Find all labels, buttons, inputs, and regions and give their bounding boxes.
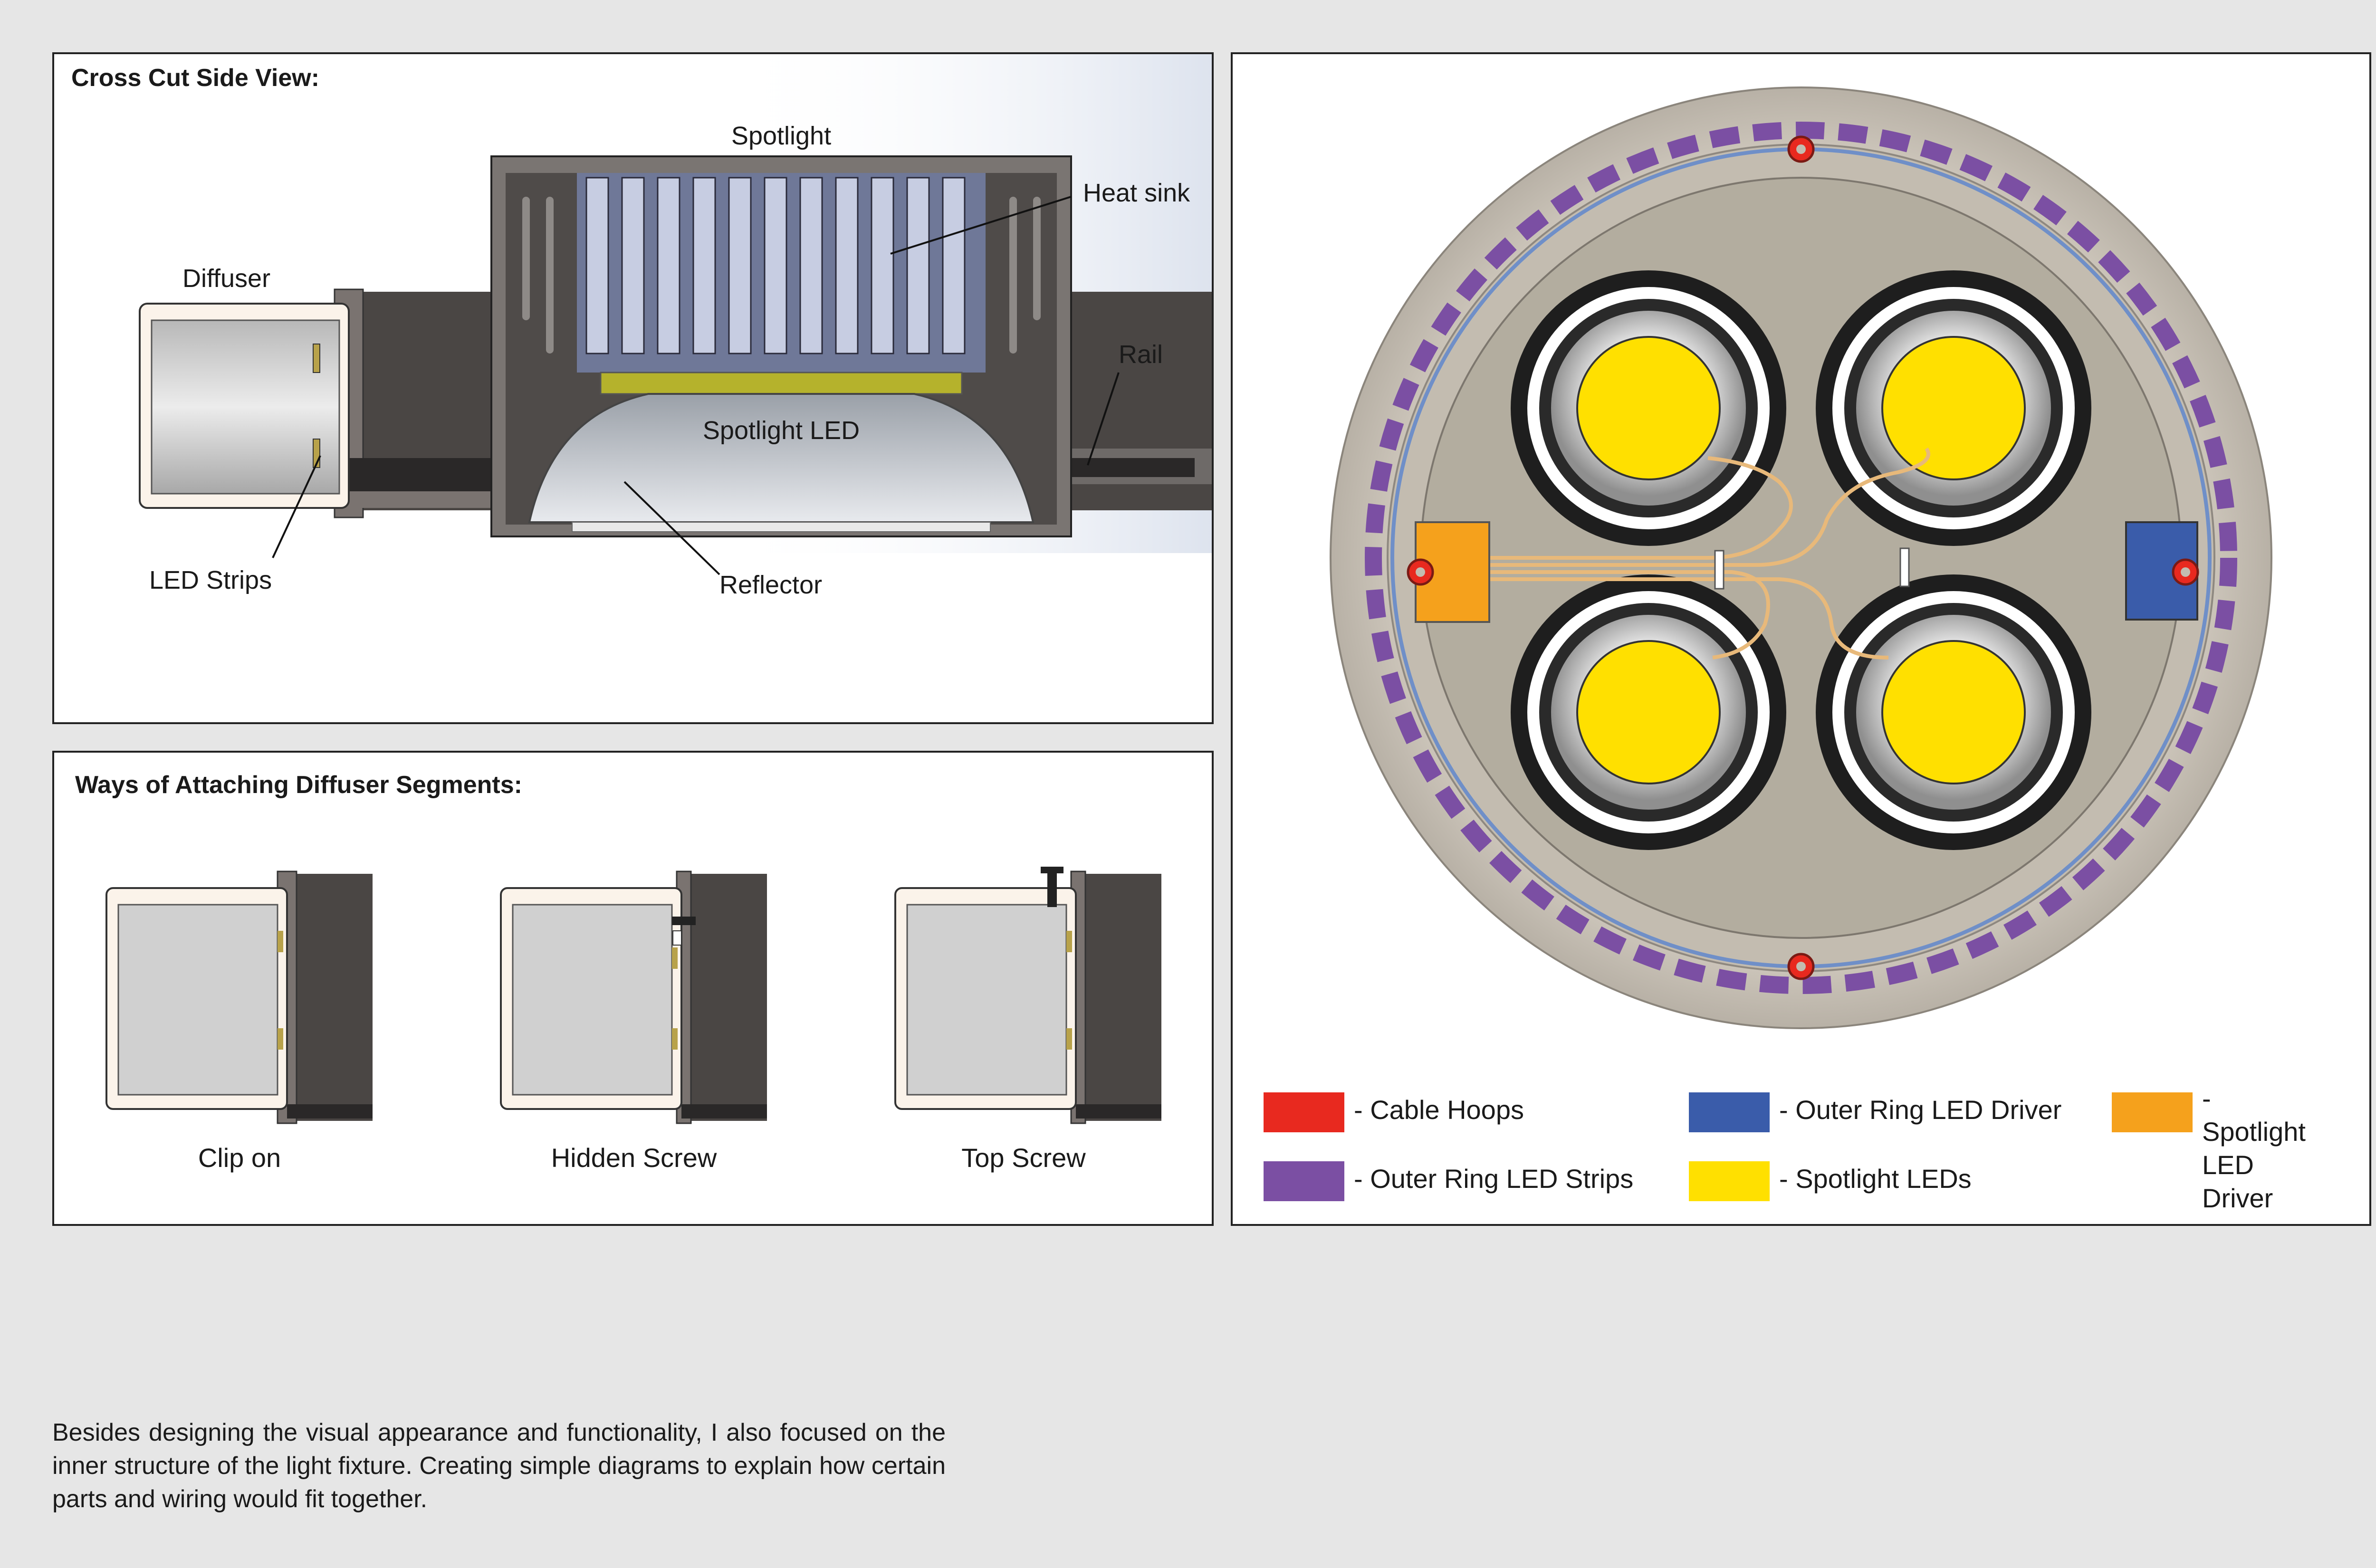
label-diffuser: Diffuser [182, 264, 270, 293]
label-heat-sink: Heat sink [1083, 179, 1190, 207]
label-led-strips: LED Strips [149, 566, 272, 594]
cable-hoops [1407, 135, 2199, 980]
spotlight-cup-top-right [1816, 270, 2091, 546]
legend-swatch-orange [2112, 1092, 2193, 1132]
label-rail: Rail [1119, 340, 1163, 369]
attachment-panel: Ways of Attaching Diffuser Segments: [52, 751, 1214, 1226]
attachment-drawings [105, 867, 1161, 1124]
method-label-clip-on: Clip on [198, 1143, 281, 1173]
method-top-screw-drawing [894, 867, 1161, 1124]
legend-swatch-purple [1264, 1161, 1344, 1201]
label-spotlight: Spotlight [731, 122, 831, 150]
spotlight-wiring [1489, 447, 1930, 660]
cross-section-panel: Cross Cut Side View: [52, 52, 1214, 724]
spotlight-led [1881, 336, 2026, 480]
top-view-drawing [1330, 86, 2272, 1029]
reflector [528, 393, 1035, 523]
caption-text: Besides designing the visual appearance … [52, 1419, 946, 1513]
label-reflector: Reflector [719, 571, 822, 599]
method-label-top-screw: Top Screw [961, 1143, 1086, 1173]
method-label-hidden-screw: Hidden Screw [551, 1143, 717, 1173]
legend-swatch-red [1264, 1092, 1344, 1132]
legend-swatch-blue [1689, 1092, 1770, 1132]
spotlight-led [1881, 640, 2026, 784]
spotlight-cup-bottom-left [1511, 574, 1786, 850]
label-spotlight-led: Spotlight LED [703, 416, 860, 445]
method-clip-on-drawing [105, 870, 373, 1124]
top-view-panel: - Cable Hoops - Outer Ring LED Driver - … [1231, 52, 2371, 1226]
attachment-title: Ways of Attaching Diffuser Segments: [75, 771, 522, 799]
spotlight-cup-bottom-right [1816, 574, 2091, 850]
outer-ring-led-strips [1365, 122, 2237, 994]
spotlight-led-board [600, 372, 963, 395]
legend-swatch-yellow [1689, 1161, 1770, 1201]
method-hidden-screw-drawing [500, 870, 767, 1124]
cross-section-title: Cross Cut Side View: [71, 64, 320, 92]
spotlight-cup-top-left [1511, 270, 1786, 546]
cross-section-drawing: Spotlight Heat sink Diffuser Rail Spotli… [139, 54, 1212, 599]
spotlight-led [1576, 336, 1721, 480]
spotlight-led [1576, 640, 1721, 784]
